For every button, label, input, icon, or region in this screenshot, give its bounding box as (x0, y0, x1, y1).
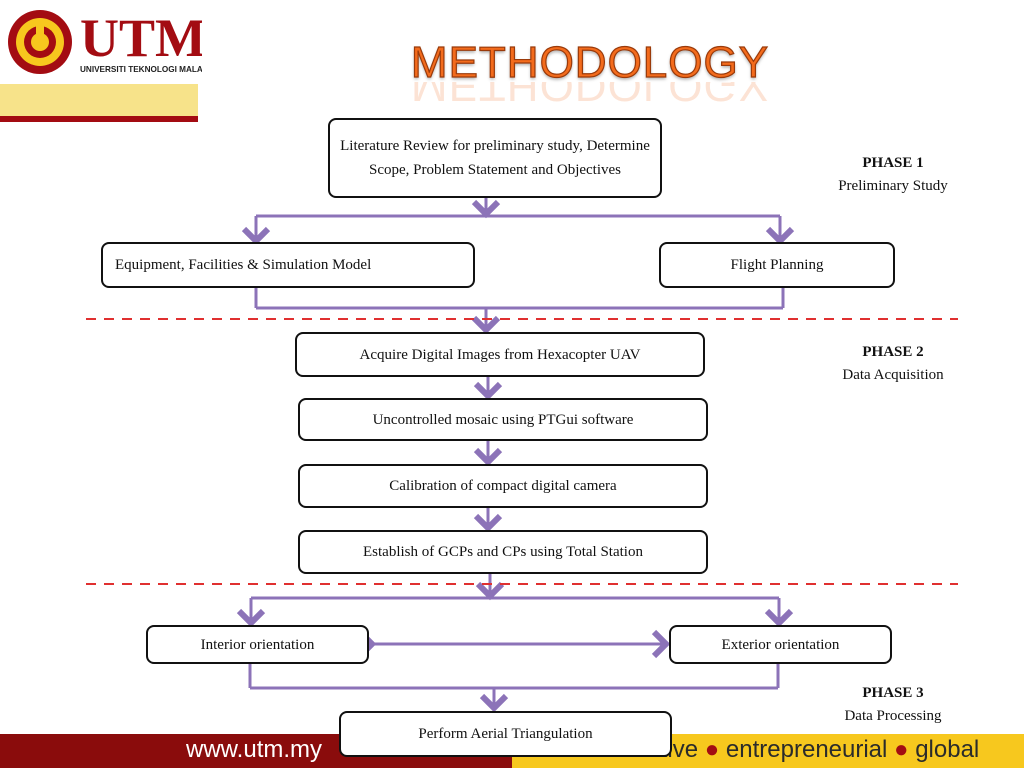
box-exterior-text: Exterior orientation (721, 636, 840, 653)
box-flight-planning: Flight Planning (659, 242, 895, 288)
tagline-bullet-2: ● (894, 736, 909, 763)
tagline-global: global (915, 736, 980, 763)
phase-2-label: PHASE 2 Data Acquisition (822, 341, 964, 387)
box-gcp: Establish of GCPs and CPs using Total St… (298, 530, 708, 574)
box-acquire-images: Acquire Digital Images from Hexacopter U… (295, 332, 705, 377)
logo-red-band (0, 116, 198, 122)
phase-2-name: Data Acquisition (842, 367, 944, 383)
phase-3-title: PHASE 3 (862, 685, 924, 701)
box-equipment-text: Equipment, Facilities & Simulation Model (115, 257, 372, 273)
phase-3-label: PHASE 3 Data Processing (822, 682, 964, 728)
utm-seal: UTM UNIVERSITI TEKNOLOGI MALAYSIA (8, 8, 221, 74)
phase-1-label: PHASE 1 Preliminary Study (822, 152, 964, 198)
phase-3-name: Data Processing (844, 708, 942, 724)
logo-yellow-band (0, 84, 198, 118)
box-triangulation-text: Perform Aerial Triangulation (418, 726, 593, 742)
utm-logo: UTM UNIVERSITI TEKNOLOGI MALAYSIA (6, 8, 221, 82)
box-acquire-text: Acquire Digital Images from Hexacopter U… (359, 346, 641, 363)
footer-url[interactable]: www.utm.my (186, 736, 323, 763)
page-title: METHODOLOGY (410, 37, 770, 87)
box-literature-review: Literature Review for preliminary study,… (328, 118, 662, 198)
tagline-entrepreneurial: entrepreneurial (725, 736, 888, 763)
box-literature-text: Literature Review for preliminary study,… (340, 138, 650, 178)
phase-1-name: Preliminary Study (838, 178, 948, 194)
box-interior-orientation: Interior orientation (146, 625, 369, 664)
box-calibration: Calibration of compact digital camera (298, 464, 708, 508)
tagline-bullet-1: ● (704, 736, 720, 763)
logo-subtitle: UNIVERSITI TEKNOLOGI MALAYSIA (80, 65, 202, 74)
box-equipment: Equipment, Facilities & Simulation Model (101, 242, 475, 288)
logo-brand: UTM (80, 8, 202, 68)
box-gcp-text: Establish of GCPs and CPs using Total St… (363, 544, 643, 560)
box-mosaic-text: Uncontrolled mosaic using PTGui software (372, 411, 634, 428)
box-aerial-triangulation: Perform Aerial Triangulation (339, 711, 672, 757)
phase-2-title: PHASE 2 (862, 344, 924, 360)
box-flight-text: Flight Planning (730, 257, 824, 273)
phase-1-title: PHASE 1 (862, 155, 924, 171)
box-calibration-text: Calibration of compact digital camera (389, 478, 617, 494)
box-exterior-orientation: Exterior orientation (669, 625, 892, 664)
box-interior-text: Interior orientation (200, 636, 315, 653)
box-mosaic: Uncontrolled mosaic using PTGui software (298, 398, 708, 441)
